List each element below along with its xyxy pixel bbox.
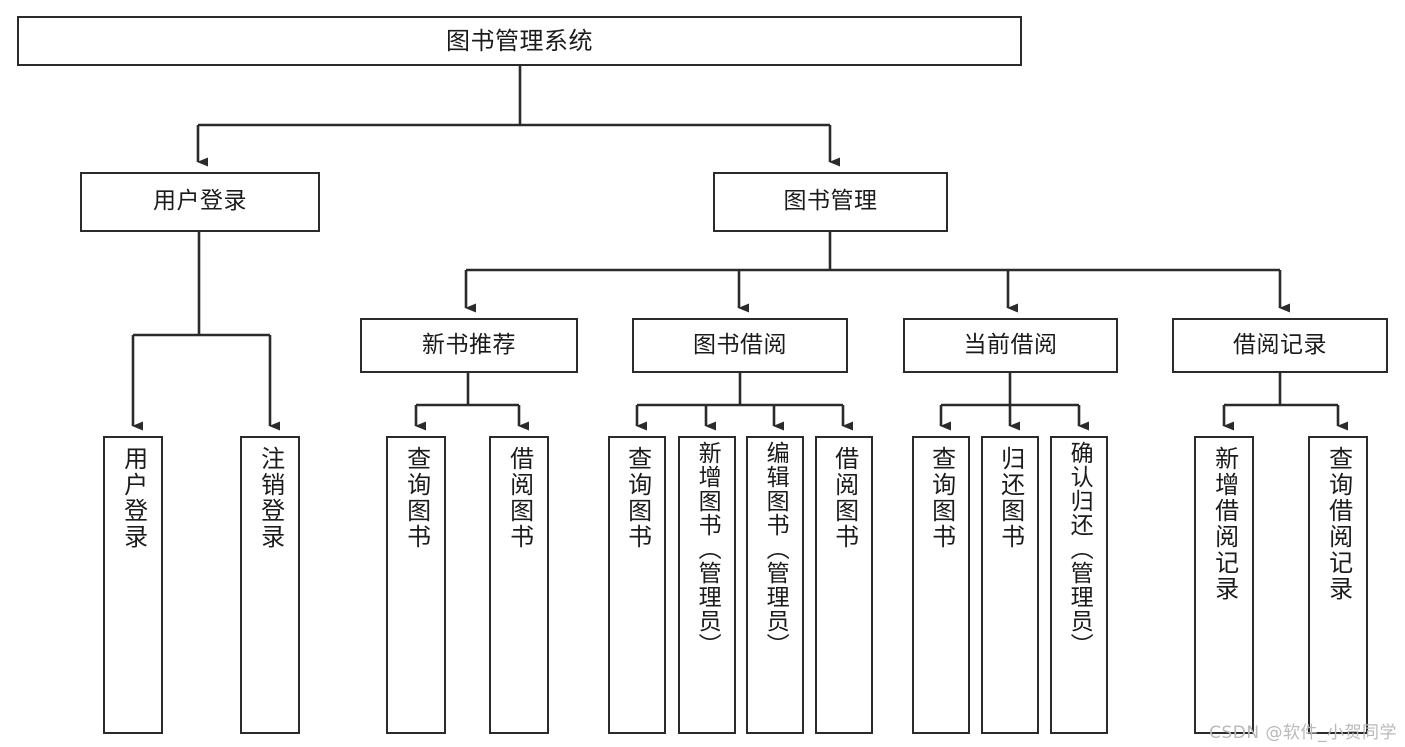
node-label: 图书借阅 <box>693 331 787 358</box>
csdn-watermark: CSDN @软件_小贺同学 <box>1209 723 1397 743</box>
node-label: 图书管理 <box>783 188 878 215</box>
leaf-edit-book-admin[interactable]: 编辑图书（管理员） <box>746 436 804 734</box>
node-label: 用户登录 <box>119 446 148 550</box>
node-book-management[interactable]: 图书管理 <box>713 172 948 232</box>
node-label: 当前借阅 <box>963 331 1058 358</box>
node-label: 借阅图书 <box>505 446 534 550</box>
node-label: 查询图书 <box>623 446 652 550</box>
leaf-user-login[interactable]: 用户登录 <box>103 436 163 734</box>
node-label: 编辑图书（管理员） <box>762 441 789 657</box>
node-label: 查询图书 <box>402 446 431 550</box>
node-label: 借阅记录 <box>1233 331 1327 358</box>
leaf-query-book-current[interactable]: 查询图书 <box>912 436 970 734</box>
leaf-query-borrow-record[interactable]: 查询借阅记录 <box>1308 436 1368 734</box>
node-label: 新增借阅记录 <box>1210 446 1239 602</box>
leaf-query-book-new-recommend[interactable]: 查询图书 <box>386 436 446 734</box>
leaf-return-book[interactable]: 归还图书 <box>981 436 1039 734</box>
leaf-confirm-return-admin[interactable]: 确认归还（管理员） <box>1050 436 1108 734</box>
node-label: 注销登录 <box>256 446 285 550</box>
leaf-logout-login[interactable]: 注销登录 <box>240 436 300 734</box>
node-label: 借阅图书 <box>830 446 859 550</box>
node-label: 查询图书 <box>927 446 956 550</box>
node-new-book-recommend[interactable]: 新书推荐 <box>360 318 578 373</box>
node-label: 查询借阅记录 <box>1324 446 1353 602</box>
leaf-borrow-book-borrow[interactable]: 借阅图书 <box>815 436 873 734</box>
leaf-borrow-book-new-recommend[interactable]: 借阅图书 <box>489 436 549 734</box>
node-borrow-record[interactable]: 借阅记录 <box>1172 318 1388 373</box>
leaf-add-borrow-record[interactable]: 新增借阅记录 <box>1194 436 1254 734</box>
node-root-book-management-system[interactable]: 图书管理系统 <box>17 16 1022 66</box>
leaf-query-book-borrow[interactable]: 查询图书 <box>608 436 666 734</box>
node-label: 归还图书 <box>996 446 1025 550</box>
node-label: 图书管理系统 <box>446 26 593 55</box>
node-current-borrow[interactable]: 当前借阅 <box>903 318 1118 373</box>
node-label: 新增图书（管理员） <box>694 441 721 657</box>
node-label: 用户登录 <box>153 188 247 215</box>
node-label: 确认归还（管理员） <box>1066 441 1093 657</box>
node-label: 新书推荐 <box>422 331 516 358</box>
leaf-add-book-admin[interactable]: 新增图书（管理员） <box>678 436 736 734</box>
node-book-borrow[interactable]: 图书借阅 <box>632 318 848 373</box>
node-user-login[interactable]: 用户登录 <box>80 172 320 232</box>
